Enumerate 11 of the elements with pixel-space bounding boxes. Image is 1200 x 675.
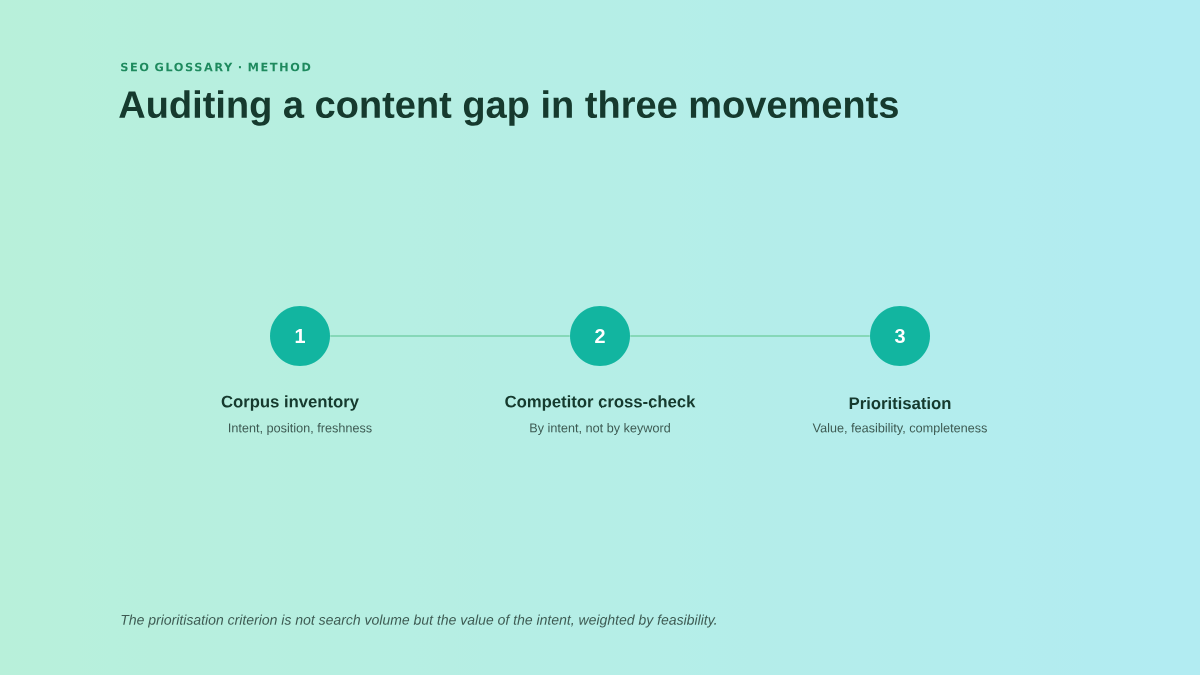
step-heading: Corpus inventory xyxy=(221,395,359,411)
connector-line xyxy=(329,335,571,337)
connector-line xyxy=(629,335,871,337)
step-description: Value, feasibility, completeness xyxy=(812,423,987,435)
title: Auditing a content gap in three movements xyxy=(119,90,898,126)
step-description: Intent, position, freshness xyxy=(229,423,372,435)
caption: The prioritisation criterion is not search volume but the value of the intent, weighted by feasibility. xyxy=(121,614,716,628)
eyebrow-label: SEO GLOSSARY · METHOD xyxy=(121,62,311,72)
step-description: By intent, not by keyword xyxy=(530,423,670,435)
step-heading: Competitor cross-check xyxy=(505,395,696,411)
step-heading: Prioritisation xyxy=(849,396,951,410)
